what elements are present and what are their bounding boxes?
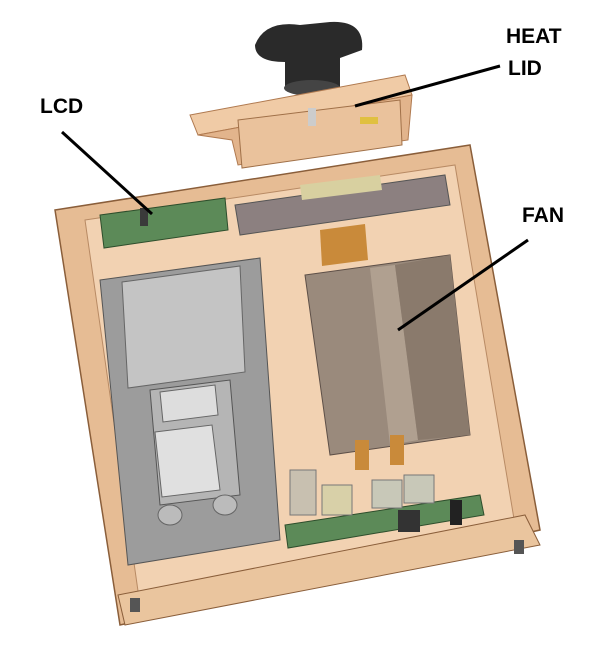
bottom-board xyxy=(284,469,485,549)
heat-lid-leader-line xyxy=(354,64,501,108)
fan-label: FAN xyxy=(522,204,564,227)
lcd-board xyxy=(99,197,229,249)
lcd-label: LCD xyxy=(40,95,84,118)
heat-lid-knob xyxy=(255,21,363,96)
fan xyxy=(304,254,471,470)
heat-lid-label-line1: HEAT xyxy=(506,25,562,48)
heat-lid-label-line2: LID xyxy=(508,57,542,80)
control-panel xyxy=(99,257,281,566)
lcd-leader-line xyxy=(60,130,154,216)
fan-leader-line xyxy=(397,238,529,332)
heat-lid xyxy=(189,74,413,169)
fan-bracket xyxy=(234,174,451,266)
